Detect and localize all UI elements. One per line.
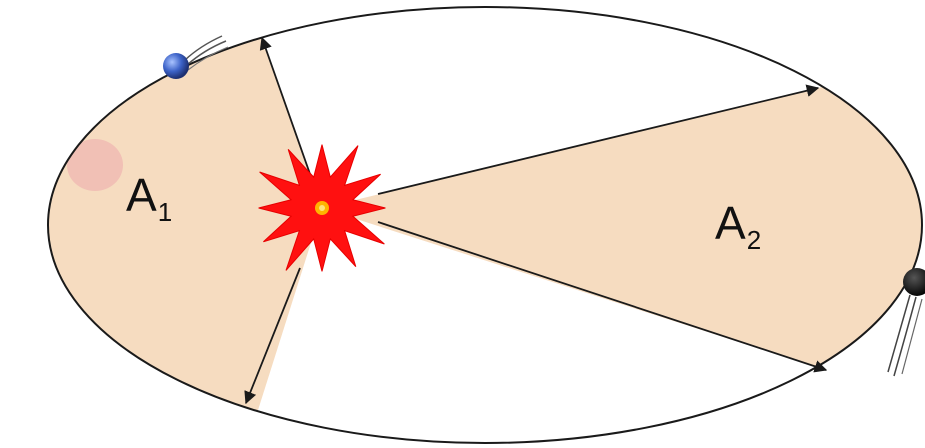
sector-a1-blush [67, 139, 123, 191]
area-label-a2-subscript: 2 [747, 225, 761, 255]
area-label-a2-letter: A [715, 197, 746, 249]
sector-a2 [322, 60, 925, 420]
area-label-a1-subscript: 1 [158, 197, 172, 227]
area-label-a1-letter: A [126, 169, 157, 221]
area-label-a2: A2 [715, 200, 761, 253]
area-label-a1: A1 [126, 172, 172, 225]
